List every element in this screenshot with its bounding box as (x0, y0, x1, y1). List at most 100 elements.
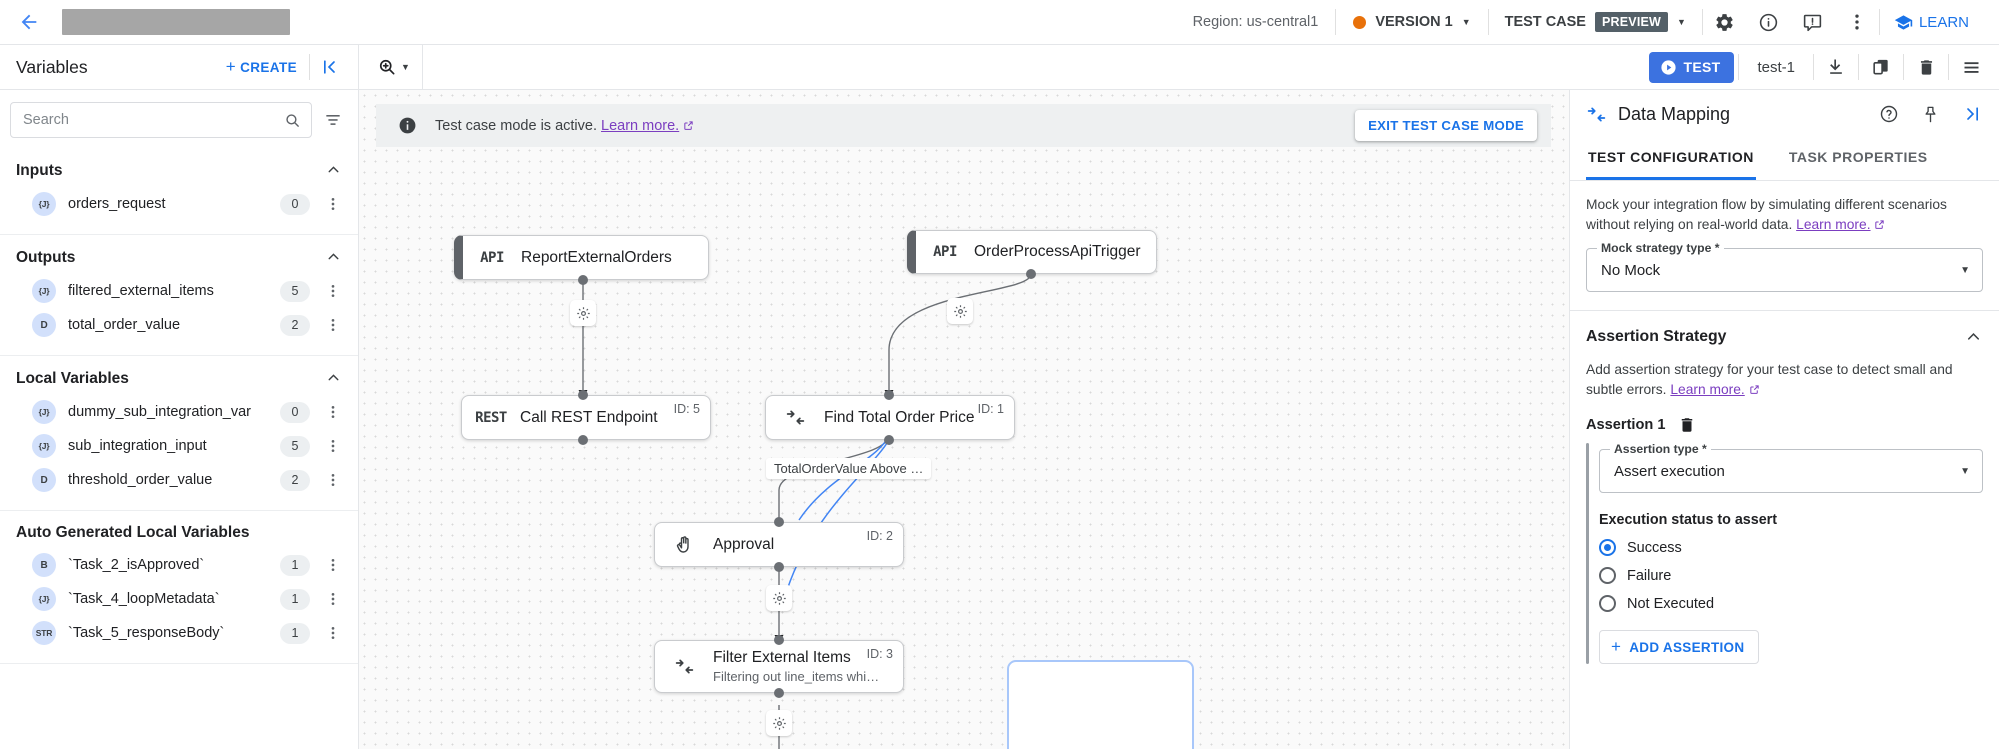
node-input-port[interactable] (774, 635, 784, 645)
chevron-down-icon: ▼ (1677, 17, 1686, 27)
more-vert-icon[interactable] (322, 591, 344, 607)
download-icon[interactable] (1814, 47, 1858, 87)
exit-test-case-mode-button[interactable]: EXIT TEST CASE MODE (1355, 110, 1537, 141)
more-vert-icon[interactable] (322, 625, 344, 641)
pin-icon[interactable] (1915, 99, 1946, 130)
variable-row[interactable]: {J}`Task_4_loopMetadata`1 (0, 582, 358, 616)
node-output-port[interactable] (578, 435, 588, 445)
radio-option[interactable]: Success (1599, 539, 1983, 557)
node-approval[interactable]: Approval ID: 2 (654, 522, 904, 567)
test-button[interactable]: TEST (1648, 51, 1735, 83)
node-filter-external-items[interactable]: Filter External Items Filtering out line… (654, 640, 904, 693)
node-output-port[interactable] (774, 688, 784, 698)
radio-button[interactable] (1599, 595, 1616, 613)
test-case-selector[interactable]: TEST CASE PREVIEW ▼ (1489, 12, 1702, 32)
variable-row[interactable]: STR`Task_5_responseBody`1 (0, 616, 358, 650)
search-box[interactable] (10, 102, 312, 138)
mock-description: Mock your integration flow by simulating… (1586, 195, 1983, 234)
back-arrow-icon[interactable] (14, 7, 44, 37)
execution-status-label: Execution status to assert (1599, 512, 1777, 529)
version-selector[interactable]: VERSION 1 ▼ (1336, 14, 1487, 30)
node-selected-outline[interactable] (1007, 660, 1194, 749)
help-icon[interactable] (1873, 99, 1904, 130)
edge-gear-icon[interactable] (766, 710, 792, 736)
collapse-panel-icon[interactable] (312, 50, 346, 84)
node-icon-label: API (933, 244, 957, 260)
more-vert-icon[interactable] (322, 283, 344, 299)
node-find-total-order-price[interactable]: Find Total Order Price ID: 1 (765, 395, 1015, 440)
chevron-down-icon: ▼ (1461, 17, 1471, 27)
section-header[interactable]: Outputs (0, 235, 358, 274)
sort-icon[interactable] (320, 107, 346, 133)
mock-strategy-type-select[interactable]: Mock strategy type * No Mock ▼ (1586, 241, 1983, 293)
tab-task-properties[interactable]: TASK PROPERTIES (1788, 149, 1928, 165)
more-vert-icon[interactable] (322, 438, 344, 454)
learn-button[interactable]: LEARN (1880, 13, 1985, 32)
more-vert-icon[interactable] (1835, 2, 1879, 42)
plus-icon: + (225, 57, 237, 76)
zoom-control[interactable]: ▼ (359, 45, 423, 89)
delete-icon[interactable] (1904, 47, 1948, 87)
node-input-port[interactable] (884, 390, 894, 400)
node-output-port[interactable] (578, 275, 588, 285)
node-output-port[interactable] (774, 562, 784, 572)
section-header[interactable]: Local Variables (0, 356, 358, 395)
copy-icon[interactable] (1859, 47, 1903, 87)
variable-count-badge: 1 (280, 554, 310, 576)
create-variable-button[interactable]: + CREATE (216, 57, 307, 77)
variable-type-badge: D (32, 468, 56, 492)
gear-icon[interactable] (1703, 2, 1747, 42)
radio-button[interactable] (1599, 567, 1616, 585)
assertion-learn-more-link[interactable]: Learn more. (1670, 381, 1745, 397)
variable-row[interactable]: B`Task_2_isApproved`1 (0, 548, 358, 582)
add-assertion-button[interactable]: + ADD ASSERTION (1599, 630, 1760, 665)
node-call-rest-endpoint[interactable]: REST Call REST Endpoint ID: 5 (461, 395, 711, 440)
assertion-strategy-header[interactable]: Assertion Strategy (1586, 327, 1983, 346)
version-label: VERSION 1 (1375, 14, 1453, 30)
node-report-external-orders[interactable]: API ReportExternalOrders (454, 235, 709, 280)
delete-assertion-icon[interactable] (1678, 416, 1696, 434)
more-vert-icon[interactable] (322, 557, 344, 573)
variable-count-badge: 2 (280, 469, 310, 491)
node-input-port[interactable] (578, 390, 588, 400)
chevron-up-icon (1964, 327, 1983, 346)
add-assertion-label: ADD ASSERTION (1629, 639, 1745, 655)
more-vert-icon[interactable] (322, 317, 344, 333)
section-header[interactable]: Inputs (0, 148, 358, 187)
edge-gear-icon[interactable] (570, 300, 596, 326)
section-header[interactable]: Auto Generated Local Variables (0, 511, 358, 548)
collapse-right-icon[interactable] (1957, 99, 1988, 130)
chevron-up-icon (325, 369, 342, 389)
edge-gear-icon[interactable] (947, 298, 973, 324)
banner-learn-more-link[interactable]: Learn more. (601, 117, 680, 134)
menu-icon[interactable] (1949, 47, 1993, 87)
edge-gear-icon[interactable] (766, 585, 792, 611)
mock-learn-more-link[interactable]: Learn more. (1796, 216, 1871, 232)
radio-option[interactable]: Not Executed (1599, 595, 1983, 613)
node-output-port[interactable] (1026, 269, 1036, 279)
feedback-icon[interactable] (1791, 2, 1835, 42)
edge-condition-label[interactable]: TotalOrderValue Above … (766, 458, 932, 479)
info-icon[interactable] (1747, 2, 1791, 42)
test-case-name[interactable]: test-1 (1757, 58, 1795, 76)
node-order-process-api-trigger[interactable]: API OrderProcessApiTrigger (907, 230, 1157, 274)
more-vert-icon[interactable] (322, 472, 344, 488)
flow-canvas[interactable]: Test case mode is active. Learn more. EX… (359, 90, 1569, 749)
assertion-type-select[interactable]: Assertion type * Assert execution ▼ (1599, 442, 1983, 494)
tab-test-configuration[interactable]: TEST CONFIGURATION (1586, 138, 1756, 180)
more-vert-icon[interactable] (322, 196, 344, 212)
node-output-port[interactable] (884, 435, 894, 445)
more-vert-icon[interactable] (322, 404, 344, 420)
radio-option[interactable]: Failure (1599, 567, 1983, 585)
search-input[interactable] (23, 112, 284, 128)
spacer (423, 45, 1649, 89)
node-input-port[interactable] (774, 517, 784, 527)
radio-button[interactable] (1599, 539, 1616, 557)
